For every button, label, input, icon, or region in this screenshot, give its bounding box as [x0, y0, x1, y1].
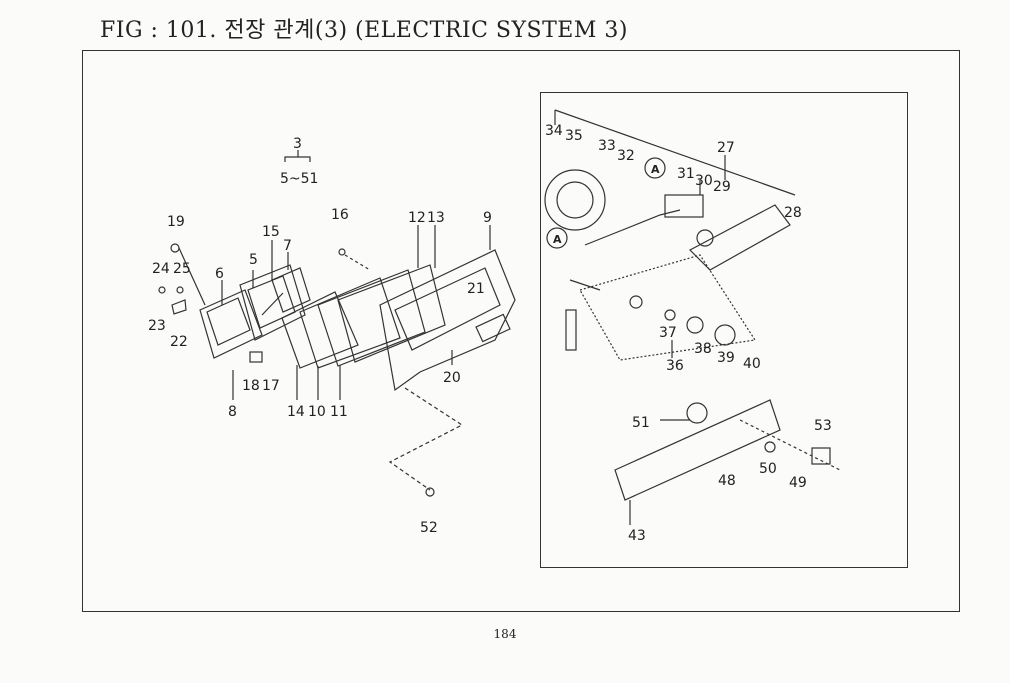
callout-36: 36	[666, 358, 684, 374]
instrument-cluster-drawing	[158, 150, 516, 497]
callout-9: 9	[483, 210, 492, 226]
lever	[569, 279, 601, 291]
callout-31: 31	[677, 166, 695, 182]
callout-52: 52	[420, 520, 438, 536]
callout-20: 20	[443, 370, 461, 386]
callout-8: 8	[228, 404, 237, 420]
callout-39: 39	[717, 350, 735, 366]
callout-29: 29	[713, 179, 731, 195]
nut-37	[664, 309, 676, 321]
diagram-frame	[82, 50, 960, 612]
callout-33: 33	[598, 138, 616, 154]
callout-28: 28	[784, 205, 802, 221]
callout-15: 15	[262, 224, 280, 240]
plate-11	[317, 269, 426, 367]
plate-14	[281, 291, 359, 369]
callout-12: 12	[408, 210, 426, 226]
callout-51: 51	[632, 415, 650, 431]
page-number: 184	[493, 627, 517, 641]
plate-28	[689, 204, 791, 271]
callout-43: 43	[628, 528, 646, 544]
socket-25	[176, 286, 184, 294]
callout-53: 53	[814, 418, 832, 434]
panel-12	[337, 264, 446, 363]
ignition-switch-31	[664, 194, 704, 218]
bulb-19	[170, 243, 180, 253]
callout-18: 18	[242, 378, 260, 394]
socket-22	[171, 299, 187, 315]
detail-inset-frame	[540, 92, 908, 568]
callout-16: 16	[331, 207, 349, 223]
group-bracket	[284, 156, 311, 162]
callout-6: 6	[215, 266, 224, 282]
switch-assembly-drawing	[544, 109, 841, 525]
callout-19: 19	[167, 214, 185, 230]
cable-52	[388, 387, 464, 491]
speedometer-5	[239, 264, 306, 341]
group-number: 3	[293, 136, 302, 152]
view-marker-a-2: A	[651, 163, 660, 176]
callout-21: 21	[467, 281, 485, 297]
switch-51	[686, 402, 708, 424]
gauge-7	[271, 267, 311, 313]
callout-35: 35	[565, 128, 583, 144]
callout-14: 14	[287, 404, 305, 420]
plate-10	[299, 277, 401, 369]
group-range: 5~51	[280, 171, 318, 187]
plate-43	[614, 399, 781, 501]
callout-10: 10	[308, 404, 326, 420]
callout-22: 22	[170, 334, 188, 350]
callout-37: 37	[659, 325, 677, 341]
view-a-marker	[546, 227, 568, 249]
callout-48: 48	[718, 473, 736, 489]
callout-38: 38	[694, 341, 712, 357]
callout-13: 13	[427, 210, 445, 226]
knob-39	[714, 324, 736, 346]
dial-34	[544, 169, 606, 231]
callout-32: 32	[617, 148, 635, 164]
callout-25: 25	[173, 261, 191, 277]
bezel-9	[379, 249, 516, 392]
knob-38	[686, 316, 704, 334]
nut-50	[764, 441, 776, 453]
harness-33	[584, 209, 681, 246]
plate-36	[579, 254, 757, 361]
callout-49: 49	[789, 475, 807, 491]
gauge-face-6	[199, 289, 263, 359]
screw-16	[338, 248, 346, 256]
callout-5: 5	[249, 252, 258, 268]
callout-17: 17	[262, 378, 280, 394]
socket-24	[158, 286, 166, 294]
callout-40: 40	[743, 356, 761, 372]
callout-27: 27	[717, 140, 735, 156]
callout-23: 23	[148, 318, 166, 334]
callout-24: 24	[152, 261, 170, 277]
callout-34: 34	[545, 123, 563, 139]
page-title: FIG : 101. 전장 관계(3) (ELECTRIC SYSTEM 3)	[100, 18, 628, 43]
callout-50: 50	[759, 461, 777, 477]
connector-18	[249, 351, 263, 363]
callout-30: 30	[695, 173, 713, 189]
connector-53	[811, 447, 831, 465]
callout-11: 11	[330, 404, 348, 420]
callout-7: 7	[283, 238, 292, 254]
view-marker-a-1: A	[553, 233, 562, 246]
callout-labels: 3 5~51 19 24 25 23 22 6 5 15 7 16 12 13 …	[148, 123, 832, 544]
